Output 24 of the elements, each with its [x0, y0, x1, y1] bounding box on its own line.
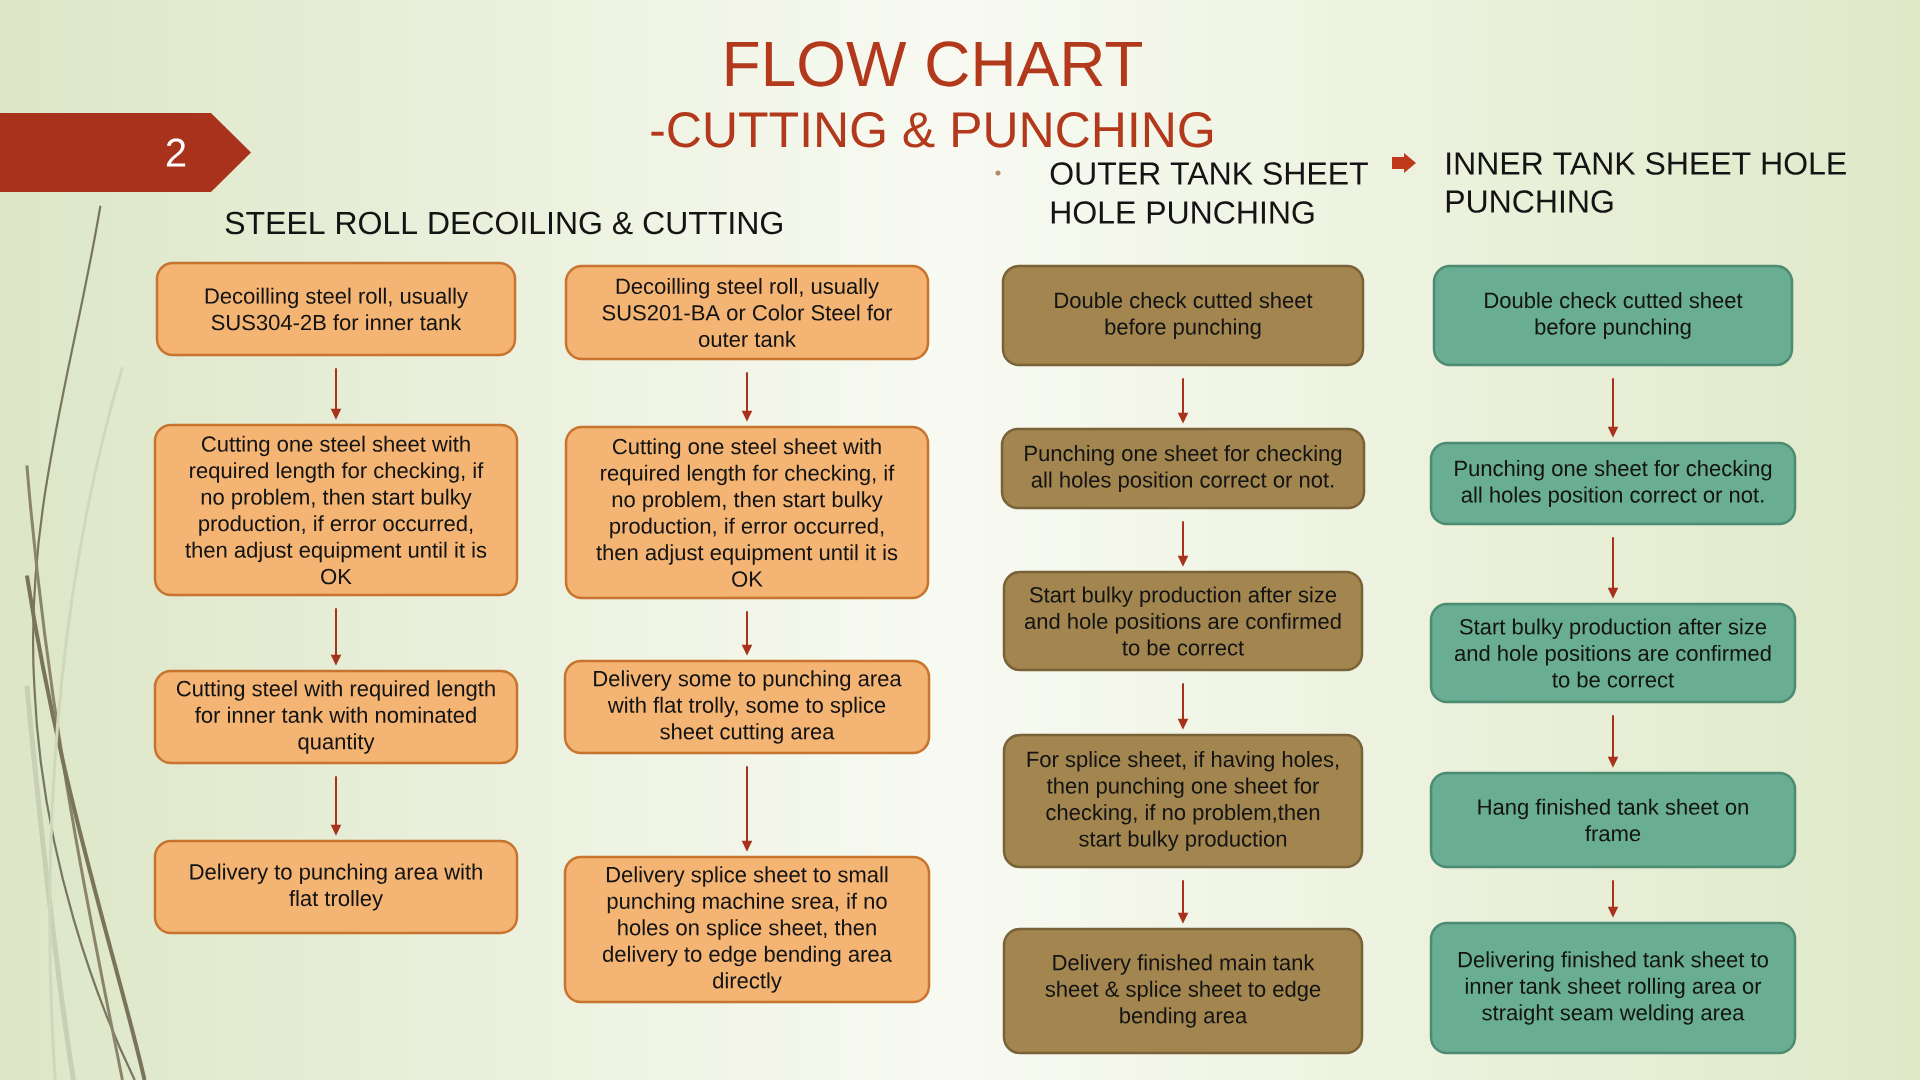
title: FLOW CHART	[726, 41, 1142, 87]
column-heading: OUTER TANK SHEET HOLE PUNCHING	[1050, 162, 1368, 224]
process-box: Decoilling steel roll, usually SUS304-2B for inner tank	[155, 261, 517, 357]
process-box: Start bulky production after size and hole positions are confirmed to be correct	[1429, 602, 1797, 704]
subtitle: -CUTTING & PUNCHING	[651, 112, 1213, 148]
process-box: Decoilling steel roll, usually SUS201-BA or Color Steel for outer tank	[564, 264, 930, 361]
column-heading: INNER TANK SHEET HOLE PUNCHING	[1446, 152, 1846, 213]
process-box: Cutting one steel sheet with required length for checking, if no problem, then start bulky production, if error occurred, then adjust equipment until it is OK	[153, 423, 519, 597]
process-box: Delivery finished main tank sheet & splice sheet to edge bending area	[1002, 927, 1364, 1055]
process-box: Punching one sheet for checking all holes position correct or not.	[1000, 427, 1366, 510]
process-box: Double check cutted sheet before punching	[1001, 264, 1365, 367]
process-box: Hang finished tank sheet on frame	[1429, 771, 1797, 869]
process-box: Delivery splice sheet to small punching machine srea, if no holes on splice sheet, then delivery to edge bending area directly	[563, 855, 931, 1004]
process-box: Punching one sheet for checking all holes position correct or not.	[1429, 441, 1797, 526]
process-box: Delivering finished tank sheet to inner tank sheet rolling area or straight seam welding area	[1429, 921, 1797, 1055]
page-number-tab: 2	[0, 113, 251, 192]
process-box: Double check cutted sheet before punching	[1432, 264, 1794, 367]
process-box: Cutting one steel sheet with required length for checking, if no problem, then start bulky production, if error occurred, then adjust equipment until it is OK	[564, 425, 930, 600]
process-box: For splice sheet, if having holes, then punching one sheet for checking, if no problem,then start bulky production	[1002, 733, 1364, 869]
process-box: Cutting steel with required length for inner tank with nominated quantity	[153, 669, 519, 765]
process-box: Delivery some to punching area with flat trolly, some to splice sheet cutting area	[563, 659, 931, 755]
process-box: Delivery to punching area with flat trolley	[153, 839, 519, 935]
column-heading: STEEL ROLL DECOILING & CUTTING	[225, 211, 782, 235]
process-box: Start bulky production after size and hole positions are confirmed to be correct	[1002, 570, 1364, 672]
